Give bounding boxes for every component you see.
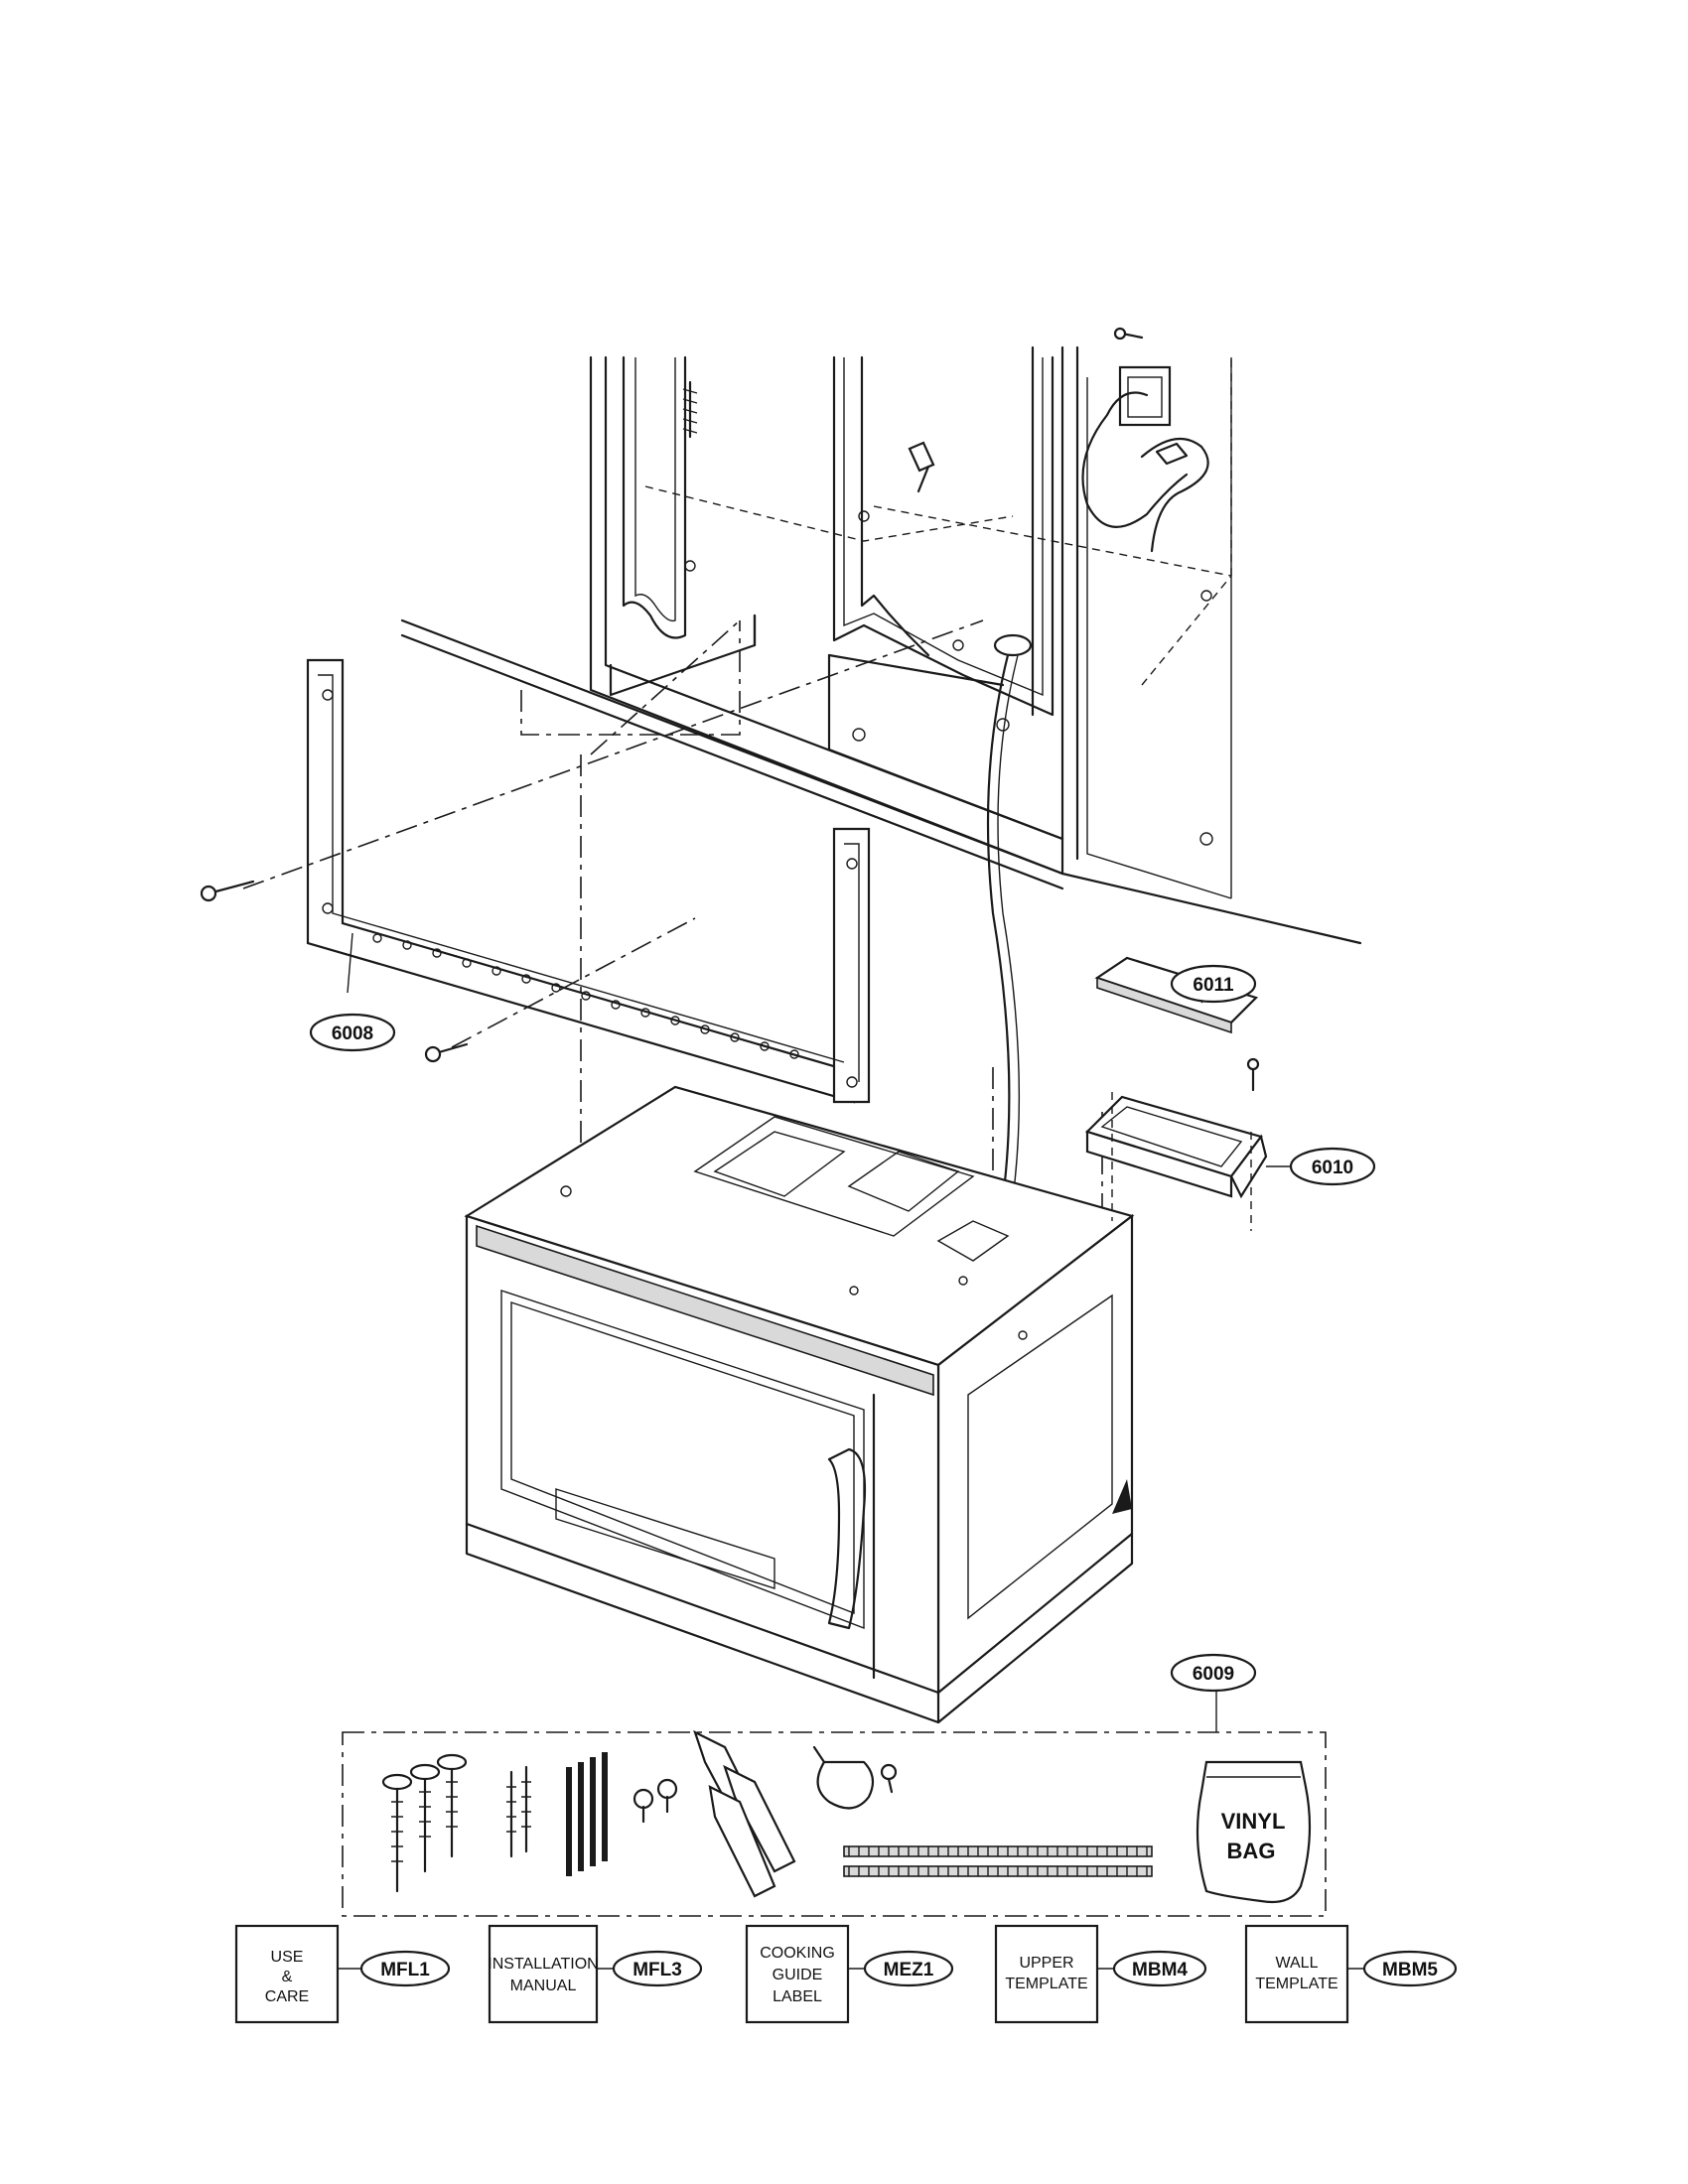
installation-manual-code: MFL3: [633, 1960, 682, 1980]
cooking-guide-line3: LABEL: [773, 1988, 822, 2005]
callout-6010: 6010: [1289, 1147, 1376, 1186]
wall-outlet-icon: [1081, 365, 1209, 553]
use-care-line2: &: [282, 1969, 293, 1985]
plate-screw-bottom-icon: [424, 1042, 469, 1063]
literature-installation-manual: INSTALLATION MANUAL MFL3: [488, 1924, 703, 2024]
spring-strips-icon: [843, 1845, 1153, 1877]
damper-screw-icon: [1246, 1057, 1260, 1092]
cooking-guide-line1: COOKING: [760, 1945, 835, 1962]
cooking-guide-line2: GUIDE: [773, 1967, 823, 1983]
cooking-guide-code: MEZ1: [884, 1960, 934, 1980]
vinyl-bag-label-line2: BAG: [1227, 1839, 1276, 1863]
callout-6010-label: 6010: [1312, 1158, 1353, 1178]
plate-screw-left-icon: [200, 880, 255, 902]
literature-wall-template: WALL TEMPLATE MBM5: [1244, 1924, 1458, 2024]
vinyl-bag-label-line1: VINYL: [1221, 1809, 1286, 1834]
literature-row: USE & CARE MFL1 INSTALLATION MANUAL MFL3…: [234, 1924, 1458, 2024]
outlet-screw-icon: [1113, 327, 1144, 341]
wall-anchors-icon: [506, 1765, 531, 1858]
wall-template-line1: WALL: [1276, 1955, 1319, 1972]
hardware-kit: VINYL BAG: [342, 1729, 1327, 1917]
toggle-wings-icon: [693, 1729, 796, 1898]
cord-clamp-icon: [812, 1745, 898, 1810]
upper-template-code: MBM4: [1132, 1960, 1188, 1980]
small-screws-icon: [633, 1778, 678, 1824]
toggle-bolt-icon: [908, 441, 935, 493]
use-care-code: MFL1: [380, 1960, 430, 1980]
power-cord: [986, 653, 1011, 1233]
microwave-oven: [464, 1085, 1135, 1724]
wall-cabinets: [400, 327, 1362, 945]
vinyl-bag-icon: VINYL BAG: [1196, 1760, 1312, 1904]
cabinet-screw-icon: [682, 380, 698, 439]
toggle-bolts-icon: [566, 1752, 608, 1876]
literature-use-and-care: USE & CARE MFL1: [234, 1924, 451, 2024]
damper-housing: [1084, 1095, 1268, 1199]
installation-manual-line1: INSTALLATION: [488, 1956, 598, 1973]
use-care-line1: USE: [271, 1949, 304, 1966]
callout-6009: 6009: [1170, 1653, 1257, 1693]
literature-upper-template: UPPER TEMPLATE MBM4: [994, 1924, 1207, 2024]
wall-template-code: MBM5: [1382, 1960, 1438, 1980]
use-care-line3: CARE: [265, 1988, 309, 2005]
installation-manual-line2: MANUAL: [510, 1978, 577, 1994]
callout-6008: 6008: [309, 1013, 396, 1052]
wall-template-line2: TEMPLATE: [1255, 1976, 1337, 1992]
callout-6009-label: 6009: [1193, 1664, 1234, 1685]
upper-template-line2: TEMPLATE: [1005, 1976, 1087, 1992]
lag-screws-icon: [381, 1753, 468, 1893]
literature-cooking-guide-label: COOKING GUIDE LABEL MEZ1: [745, 1924, 954, 2024]
callout-6011: 6011: [1170, 964, 1257, 1004]
callout-6011-label: 6011: [1193, 975, 1234, 996]
callout-6008-label: 6008: [332, 1024, 373, 1044]
upper-template-line1: UPPER: [1019, 1955, 1073, 1972]
